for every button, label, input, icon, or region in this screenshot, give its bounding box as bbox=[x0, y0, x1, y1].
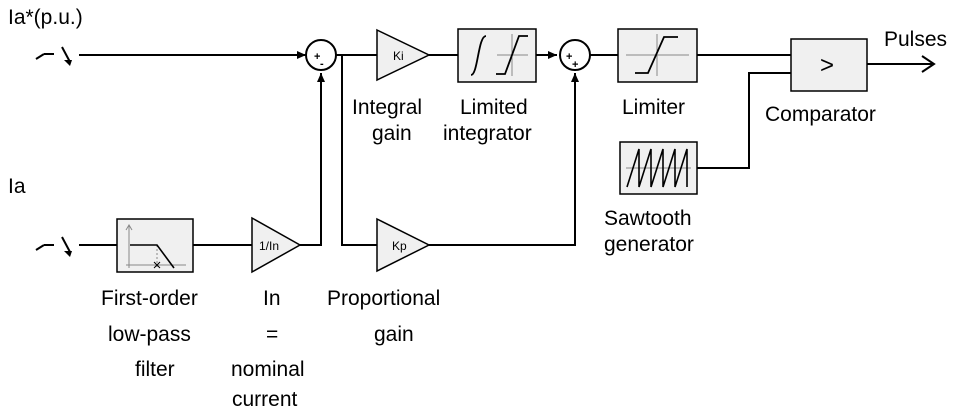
proportional-gain-label-line1: Proportional bbox=[327, 287, 440, 310]
comparator-label: Comparator bbox=[765, 103, 876, 126]
signal-wires bbox=[79, 51, 936, 246]
comparator-symbol: > bbox=[820, 52, 834, 79]
integral-gain-label-line1: Integral bbox=[352, 96, 422, 119]
limiter-label: Limiter bbox=[622, 96, 685, 119]
limited-integrator-block[interactable] bbox=[457, 28, 537, 83]
switch-icon-measured[interactable] bbox=[35, 236, 72, 257]
limiter-block[interactable] bbox=[617, 28, 698, 83]
sum2-plus-sign-left: + bbox=[566, 51, 572, 63]
sum2-plus-sign-bottom: + bbox=[572, 59, 578, 71]
sum1-plus-sign: + bbox=[314, 51, 320, 63]
filter-response-icon bbox=[125, 224, 186, 269]
input-label-measured: Ia bbox=[8, 175, 26, 198]
sawtooth-generator-block[interactable] bbox=[619, 141, 698, 195]
nominal-current-label-line3: nominal bbox=[231, 358, 305, 381]
filter-label-line3: filter bbox=[135, 358, 175, 381]
sawtooth-wave-icon bbox=[626, 148, 691, 188]
nominal-current-label-line4: current bbox=[232, 388, 298, 411]
filter-label-line2: low-pass bbox=[108, 323, 191, 346]
input-label-reference: Ia*(p.u.) bbox=[8, 6, 83, 29]
integral-gain-label-line2: gain bbox=[372, 122, 412, 145]
sawtooth-label-line1: Sawtooth bbox=[604, 207, 692, 230]
proportional-gain-label-line2: gain bbox=[374, 323, 414, 346]
integral-gain-symbol: Ki bbox=[393, 49, 404, 63]
limited-integrator-label-line2: integrator bbox=[443, 122, 532, 145]
nominal-current-label-line2: = bbox=[266, 323, 278, 346]
sum-junction-1: + - bbox=[305, 39, 337, 71]
integral-limit-icon bbox=[470, 34, 528, 76]
proportional-gain-block[interactable]: Kp bbox=[376, 217, 431, 273]
normalization-gain-block[interactable]: 1/In bbox=[251, 216, 302, 274]
normalization-gain-symbol: 1/In bbox=[259, 239, 279, 253]
filter-label-line1: First-order bbox=[101, 287, 198, 310]
comparator-block[interactable]: > bbox=[790, 38, 868, 92]
output-label: Pulses bbox=[884, 28, 947, 51]
nominal-current-label-line1: In bbox=[263, 287, 281, 310]
integral-gain-block[interactable]: Ki bbox=[376, 28, 431, 82]
sawtooth-label-line2: generator bbox=[604, 233, 694, 256]
low-pass-filter-block[interactable] bbox=[116, 218, 194, 273]
sum1-minus-sign: - bbox=[320, 58, 324, 70]
saturation-icon bbox=[626, 34, 689, 76]
limited-integrator-label-line1: Limited bbox=[460, 96, 528, 119]
sum-junction-2: + + bbox=[559, 39, 591, 71]
proportional-gain-symbol: Kp bbox=[392, 239, 407, 253]
switch-icon-reference[interactable] bbox=[35, 46, 72, 66]
